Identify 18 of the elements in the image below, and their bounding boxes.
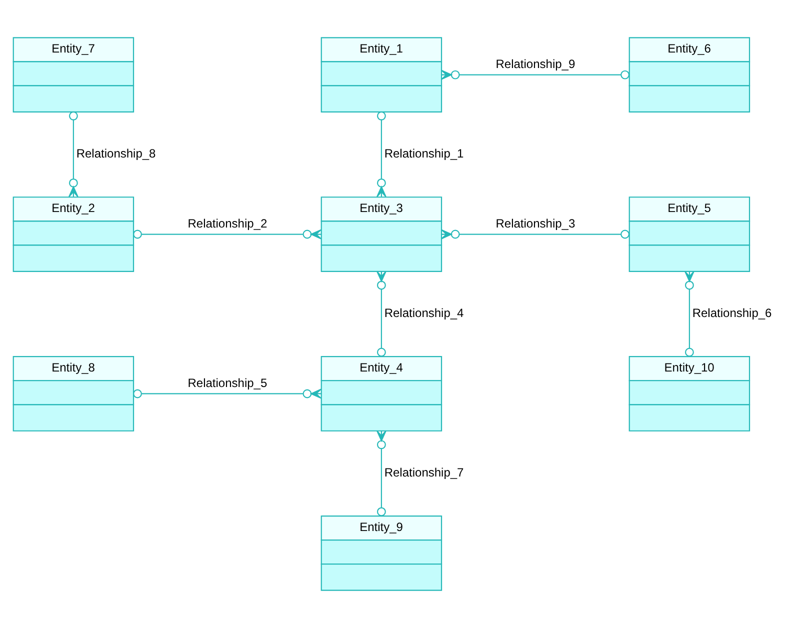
connector bbox=[132, 229, 321, 240]
connector bbox=[440, 70, 629, 80]
connector bbox=[376, 430, 386, 516]
edge-label: Relationship_1 bbox=[384, 146, 464, 161]
edge-label: Relationship_3 bbox=[495, 216, 575, 230]
connector bbox=[132, 388, 321, 399]
connector bbox=[684, 270, 694, 357]
connector bbox=[68, 111, 78, 198]
edge-label: Relationship_8 bbox=[76, 146, 156, 161]
connector bbox=[376, 111, 386, 198]
edge-label: Relationship_9 bbox=[495, 57, 575, 72]
connector bbox=[440, 229, 629, 240]
edge-label: Relationship_4 bbox=[384, 306, 464, 320]
connector bbox=[376, 270, 386, 357]
edge-label: Relationship_6 bbox=[692, 306, 772, 320]
edge-label: Relationship_7 bbox=[384, 466, 464, 480]
edge-label: Relationship_5 bbox=[187, 376, 267, 390]
edge-label: Relationship_2 bbox=[187, 216, 267, 230]
